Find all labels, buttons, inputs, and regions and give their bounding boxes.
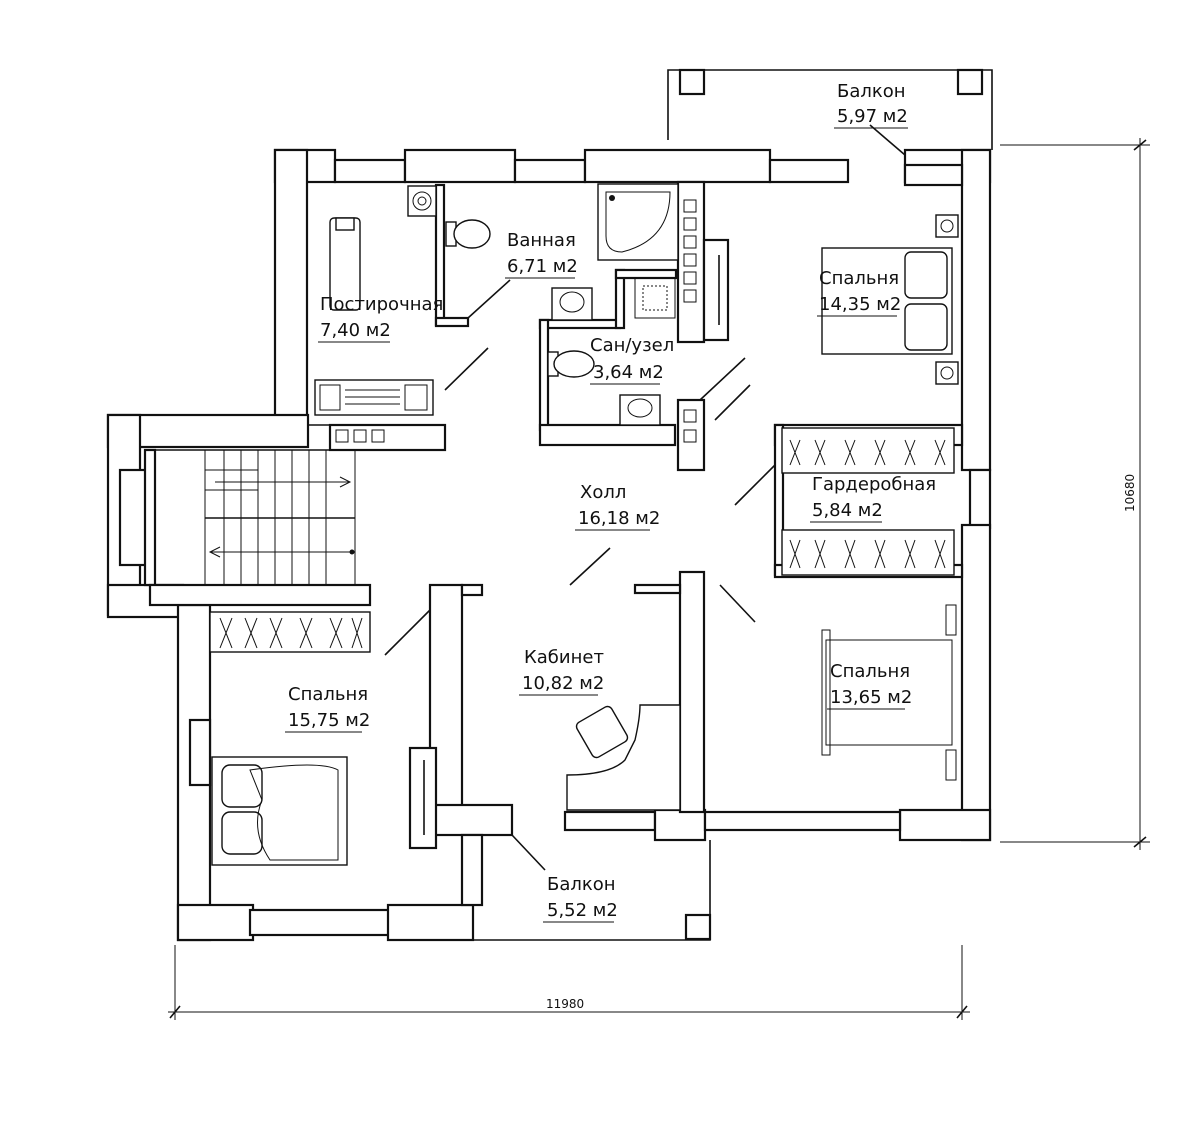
room-area: 5,84 м2 [812, 500, 883, 521]
room-name: Холл [580, 482, 626, 503]
room-label-bedroom-ne: Спальня 14,35 м2 [817, 268, 901, 317]
room-label-wardrobe: Гардеробная 5,84 м2 [810, 474, 936, 523]
dimension-height: 10680 [1123, 474, 1137, 512]
room-label-bath: Ванная 6,71 м2 [505, 230, 578, 279]
exterior-walls [106, 148, 992, 942]
room-label-balcony-top: Балкон 5,97 м2 [834, 81, 908, 129]
room-label-dressing: Постирочная 7,40 м2 [318, 294, 443, 343]
room-label-bedroom-se: Спальня 13,65 м2 [827, 661, 912, 710]
balcony-top [667, 68, 993, 156]
room-area: 7,40 м2 [320, 320, 391, 341]
room-name: Сан/узел [590, 335, 674, 356]
room-area: 10,82 м2 [522, 673, 604, 694]
room-name: Гардеробная [812, 474, 936, 495]
room-area: 15,75 м2 [288, 710, 370, 731]
room-area: 16,18 м2 [578, 508, 660, 529]
room-label-bedroom-sw: Спальня 15,75 м2 [285, 684, 370, 733]
room-area: 5,97 м2 [837, 106, 908, 127]
room-name: Кабинет [524, 647, 604, 668]
room-label-balcony-bottom: Балкон 5,52 м2 [543, 874, 618, 923]
room-area: 6,71 м2 [507, 256, 578, 277]
wardrobe-rails [209, 427, 955, 653]
door-swings [384, 279, 776, 871]
room-area: 3,64 м2 [593, 362, 664, 383]
dimension-width: 11980 [546, 997, 584, 1011]
furniture [211, 183, 959, 866]
room-area: 14,35 м2 [819, 294, 901, 315]
room-name: Балкон [547, 874, 616, 895]
room-name: Спальня [830, 661, 910, 682]
room-name: Постирочная [320, 294, 443, 315]
staircase [204, 449, 356, 586]
room-area: 5,52 м2 [547, 900, 618, 921]
room-name: Ванная [507, 230, 576, 251]
room-name: Балкон [837, 81, 906, 102]
room-label-office: Кабинет 10,82 м2 [519, 647, 604, 696]
room-name: Спальня [819, 268, 899, 289]
room-label-wc: Сан/узел 3,64 м2 [590, 335, 674, 385]
dimension-lines [168, 138, 1150, 1020]
room-name: Спальня [288, 684, 368, 705]
room-area: 13,65 м2 [830, 687, 912, 708]
room-label-hall: Холл 16,18 м2 [575, 482, 660, 531]
